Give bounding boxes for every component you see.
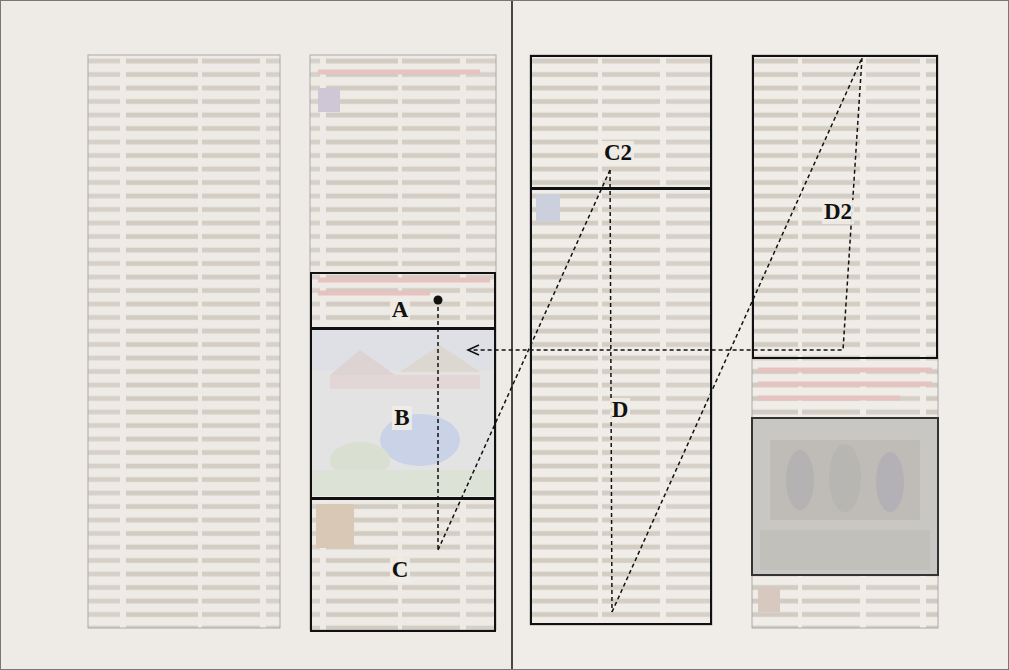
region-letter: C [390,558,411,582]
region-letter: D2 [822,200,854,224]
reading-path [438,170,610,550]
region-letter: A [390,298,411,322]
reading-path [468,58,862,350]
region-letter: D [610,398,631,422]
region-letter: C2 [602,141,634,165]
region-box: C [310,498,496,632]
reading-path [612,58,862,612]
region-box: D [530,188,712,625]
region-box: A [310,272,496,329]
reading-path [610,170,612,612]
region-box: B [310,328,496,499]
region-box: C2 [530,55,712,189]
region-letter: B [392,406,411,430]
reading-path [437,300,439,550]
region-box: D2 [752,55,938,359]
